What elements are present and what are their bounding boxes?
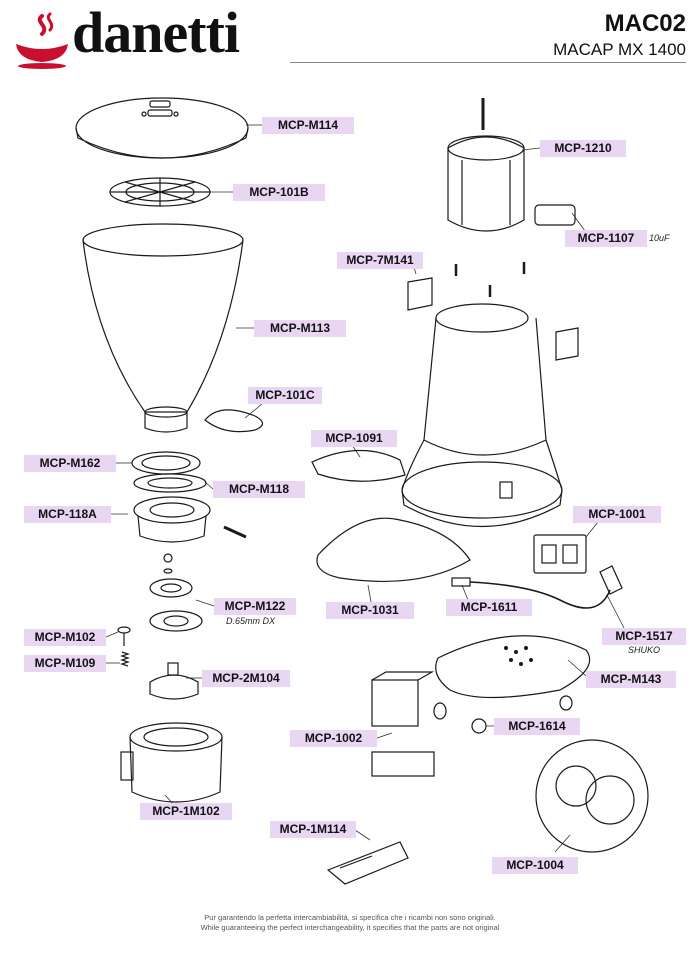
part-label-mcp-m162: MCP-M162 (24, 455, 116, 472)
part-label-mcp-1107: MCP-1107 (565, 230, 647, 247)
part-label-mcp-1m114: MCP-1M114 (270, 821, 356, 838)
model-code: MAC02 (604, 10, 686, 37)
part-label-mcp-m113: MCP-M113 (254, 320, 346, 337)
disclaimer-italian: Pur garantendo la perfetta intercambiabi… (204, 913, 496, 922)
steaming-cup-icon (16, 12, 68, 69)
disclaimer-english: While guaranteeing the perfect interchan… (200, 923, 500, 932)
part-label-mcp-2m104: MCP-2M104 (202, 670, 290, 687)
part-label-mcp-m102: MCP-M102 (24, 629, 106, 646)
brand-logo: danetti (12, 4, 282, 70)
part-label-mcp-1210: MCP-1210 (540, 140, 626, 157)
part-label-mcp-1002: MCP-1002 (290, 730, 377, 747)
part-label-mcp-m109: MCP-M109 (24, 655, 106, 672)
part-label-mcp-1517: MCP-1517 (602, 628, 686, 645)
model-name: MACAP MX 1400 (553, 40, 686, 59)
part-label-mcp-1091: MCP-1091 (311, 430, 397, 447)
part-label-mcp-118a: MCP-118A (24, 506, 111, 523)
part-label-mcp-1614: MCP-1614 (494, 718, 580, 735)
part-label-mcp-1004: MCP-1004 (492, 857, 578, 874)
part-note-mcp-1107: 10uF (649, 233, 670, 243)
part-label-mcp-101b: MCP-101B (233, 184, 325, 201)
part-note-mcp-m122: D.65mm DX (226, 616, 276, 626)
part-label-mcp-1001: MCP-1001 (573, 506, 661, 523)
part-label-mcp-1611: MCP-1611 (446, 599, 532, 616)
part-label-mcp-m122: MCP-M122 (214, 598, 296, 615)
part-label-mcp-1031: MCP-1031 (326, 602, 414, 619)
part-label-mcp-m114: MCP-M114 (262, 117, 354, 134)
part-label-mcp-m118: MCP-M118 (213, 481, 305, 498)
header-divider (290, 62, 686, 63)
part-label-mcp-7m141: MCP-7M141 (337, 252, 423, 269)
brand-name: danetti (72, 0, 240, 65)
part-label-mcp-1m102: MCP-1M102 (140, 803, 232, 820)
part-label-mcp-m143: MCP-M143 (586, 671, 676, 688)
part-label-mcp-101c: MCP-101C (248, 387, 322, 404)
part-note-mcp-1517: SHUKO (628, 645, 661, 655)
